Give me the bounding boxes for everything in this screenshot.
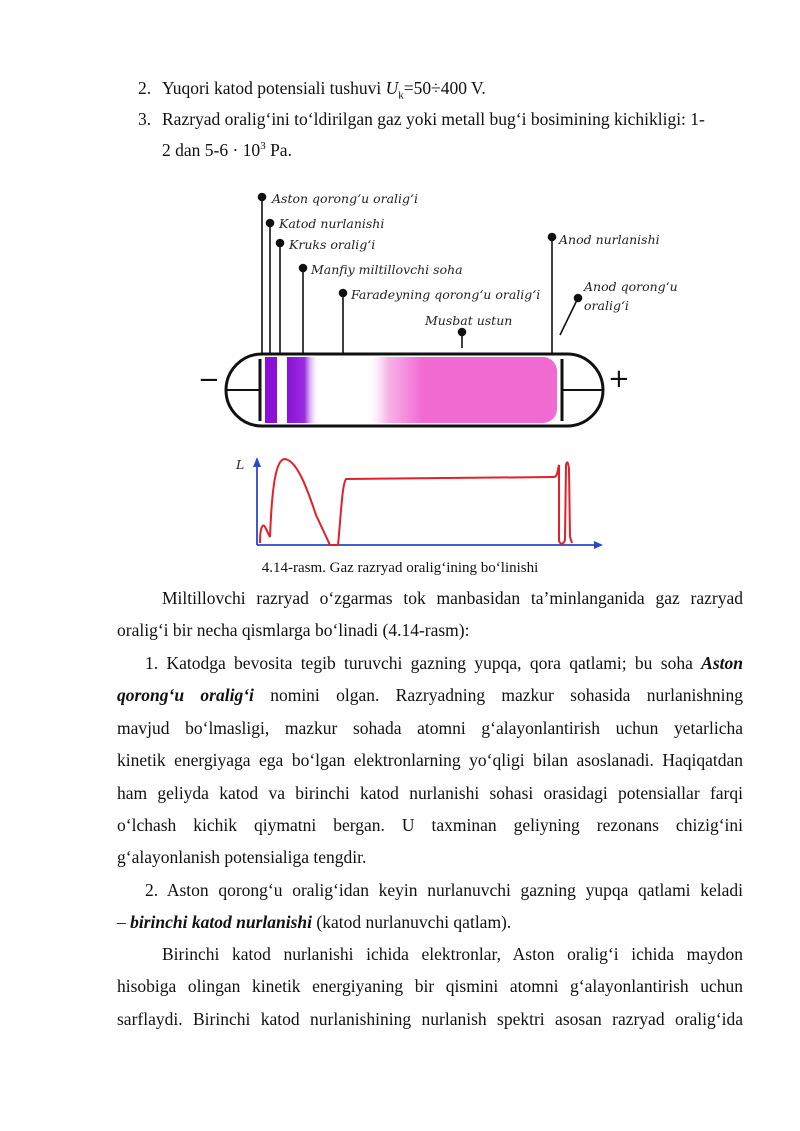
graph-axis-label: L <box>235 457 244 472</box>
list-text-line2: 2 dan 5-6 · 103 Pa. <box>162 140 292 160</box>
luminosity-curve <box>259 457 573 546</box>
paragraph-item-1: 1. Katodga bevosita tegib turuvchi gazni… <box>117 647 743 874</box>
katod-glow <box>265 357 277 423</box>
minus-sign: − <box>198 365 220 395</box>
label-manfiy: Manfiy miltillovchi soha <box>310 262 463 277</box>
text-line: kinetik energiyaga ega bo‘lgan elektronl… <box>117 750 743 771</box>
figure-caption: 4.14-rasm. Gaz razryad oralig‘ining bo‘l… <box>261 560 539 576</box>
text-line: hisobiga olingan kinetik energiyaning bi… <box>117 976 743 997</box>
label-anod-qor-1: Anod qorong‘u <box>583 279 678 294</box>
text-line: qorong‘u oralig‘i nomini olgan. Razryadn… <box>117 685 743 706</box>
list-number: 3. <box>138 109 152 129</box>
positive-column <box>365 357 557 423</box>
discharge-diagram: − + Aston qorong‘u oralig‘i Katod nurlan… <box>198 191 678 549</box>
text-line: sarflaydi. Birinchi katod nurlanishining… <box>117 1008 743 1029</box>
label-aston: Aston qorong‘u oralig‘i <box>271 191 418 206</box>
label-faradey: Faradeyning qorong‘u oralig‘i <box>350 287 540 302</box>
label-kruks: Kruks oralig‘i <box>288 237 375 252</box>
text-line: o‘lchash kichik qiymatni bergan. U taxmi… <box>117 814 743 835</box>
label-katod: Katod nurlanishi <box>278 216 384 231</box>
text-line: Birinchi katod nurlanishi ichida elektro… <box>162 944 743 964</box>
discharge-figure: − + Aston qorong‘u oralig‘i Katod nurlan… <box>190 185 678 555</box>
graph-y-arrow <box>253 457 261 467</box>
text-line: – birinchi katod nurlanishi (katod nurla… <box>117 912 512 933</box>
graph-x-arrow <box>594 541 603 549</box>
text-line: 2. Aston qorong‘u oralig‘idan keyin nurl… <box>145 880 743 900</box>
paragraph-first-cathode-glow: Birinchi katod nurlanishi ichida elektro… <box>117 938 743 1035</box>
label-anod-qor-2: oralig‘i <box>584 298 629 313</box>
label-musbat: Musbat ustun <box>424 313 512 328</box>
list-text: Razryad oralig‘ini to‘ldirilgan gaz yoki… <box>162 109 705 129</box>
plus-sign: + <box>608 364 630 394</box>
paragraph-item-2: 2. Aston qorong‘u oralig‘idan keyin nurl… <box>117 874 743 939</box>
label-anod-nur: Anod nurlanishi <box>558 232 660 247</box>
negative-glow <box>287 357 319 423</box>
label-pointers <box>257 192 583 355</box>
text-line: mavjud bo‘lmasligi, mazkur sohada atomni… <box>117 717 743 738</box>
luminosity-graph: L <box>235 457 603 549</box>
list-number: 2. <box>138 78 152 98</box>
list-text: Yuqori katod potensiali tushuvi Uk=50÷40… <box>162 78 486 102</box>
text-line: 1. Katodga bevosita tegib turuvchi gazni… <box>145 653 743 673</box>
text-line: oralig‘i bir necha qismlarga bo‘linadi (… <box>117 620 470 641</box>
paragraph-intro: Miltillovchi razryad o‘zgarmas tok manba… <box>117 582 743 647</box>
text-line: g‘alayonlanish potensialiga tengdir. <box>117 847 367 868</box>
text-line: Miltillovchi razryad o‘zgarmas tok manba… <box>162 588 743 608</box>
text-line: ham geliyda katod va birinchi katod nurl… <box>117 782 743 803</box>
